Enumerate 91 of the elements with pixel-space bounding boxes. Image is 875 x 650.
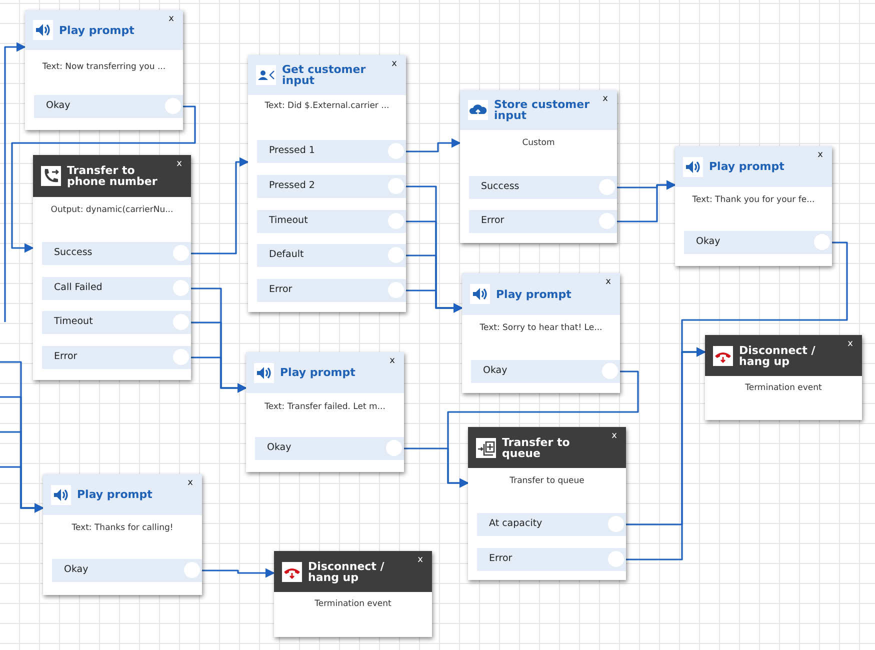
branch-row	[257, 279, 406, 302]
branch-label: Timeout	[54, 316, 93, 327]
block-description: Text: Thanks for calling!	[70, 523, 174, 533]
block-title: Disconnect / hang up	[308, 560, 386, 582]
block-description: Termination event	[314, 599, 392, 609]
branch-row	[257, 140, 406, 163]
block-title: Store customer input	[494, 99, 591, 121]
block-description: Text: Sorry to hear that! Le...	[478, 323, 604, 333]
branch-row	[42, 242, 191, 265]
branch-label: Error	[489, 553, 512, 564]
block-title: Play prompt	[59, 24, 136, 36]
block-title: Disconnect / hang up	[739, 344, 816, 366]
flow-block	[468, 427, 626, 580]
flow-block	[462, 273, 620, 393]
branch-row	[471, 360, 620, 383]
branch-label: Okay	[46, 100, 70, 111]
close-button: x	[188, 478, 193, 488]
close-button: x	[818, 150, 823, 160]
connector-arrow	[406, 290, 463, 313]
connector-arrow	[191, 157, 249, 254]
branch-label: Okay	[64, 564, 88, 575]
branch-row	[684, 231, 832, 254]
block-description: Text: Thank you for your fe...	[691, 195, 816, 205]
branch-label: Call Failed	[54, 282, 102, 293]
branch-row	[477, 548, 626, 571]
flow-block	[248, 55, 406, 312]
close-button: x	[392, 59, 397, 69]
flow-block	[246, 352, 404, 472]
branch-row	[469, 210, 617, 233]
block-description: Text: Did $.External.carrier ...	[264, 101, 390, 111]
branch-row	[477, 513, 626, 536]
flow-block	[460, 90, 617, 243]
branch-label: Success	[481, 181, 520, 192]
branch-label: Error	[54, 351, 78, 362]
block-description: Termination event	[744, 383, 823, 393]
block-description: Text: Transfer failed. Let m...	[264, 402, 386, 412]
branch-label: Okay	[696, 236, 720, 247]
block-title: Play prompt	[280, 367, 356, 378]
connector-arrow	[626, 347, 706, 560]
connector-arrow	[404, 448, 469, 488]
branch-label: Timeout	[269, 215, 308, 226]
flow-block	[675, 146, 832, 266]
block-title: Play prompt	[77, 489, 154, 500]
close-button: x	[176, 159, 182, 169]
block-title: Play prompt	[709, 161, 786, 172]
flow-block	[33, 155, 191, 380]
branch-row	[469, 176, 617, 199]
close-button: x	[848, 339, 853, 349]
branch-label: Okay	[483, 365, 508, 376]
branch-label: Pressed 2	[269, 180, 315, 191]
branch-label: At capacity	[489, 518, 542, 529]
flow-block	[25, 10, 183, 130]
branch-row	[255, 437, 404, 460]
connector-arrow	[0, 466, 44, 513]
flow-block	[43, 474, 202, 595]
flow-block	[705, 335, 862, 420]
close-button: x	[390, 356, 395, 366]
connector-arrow	[617, 180, 676, 222]
branch-row	[34, 95, 183, 118]
connector-arrow	[406, 138, 461, 152]
block-title: Play prompt	[496, 288, 572, 300]
branch-label: Success	[54, 247, 92, 258]
close-button: x	[168, 14, 174, 24]
block-description: Text: Now transferring you ...	[41, 62, 167, 72]
branch-label: Default	[269, 249, 304, 260]
block-title: Transfer to phone number	[67, 165, 158, 187]
branch-label: Error	[269, 284, 292, 295]
branch-label: Pressed 1	[269, 145, 315, 156]
flow-block	[274, 551, 432, 637]
close-button: x	[602, 94, 608, 104]
block-description: Custom	[521, 138, 556, 148]
connector-arrow	[191, 356, 247, 393]
branch-row	[257, 244, 406, 267]
connector-arrow	[202, 568, 275, 578]
close-button: x	[612, 431, 617, 441]
close-button: x	[606, 277, 611, 287]
branch-label: Okay	[267, 442, 292, 453]
branch-row	[42, 311, 191, 334]
block-description: Output: dynamic(carrierNu...	[50, 205, 174, 215]
block-title: Transfer to queue	[502, 436, 571, 458]
close-button: x	[418, 555, 423, 565]
branch-label: Error	[481, 215, 504, 226]
connector-arrow	[11, 106, 196, 253]
block-title: Get customer input	[282, 64, 367, 86]
connector-arrow	[4, 42, 26, 322]
branch-row	[52, 559, 202, 582]
block-description: Transfer to queue	[508, 476, 586, 486]
branch-row	[257, 210, 406, 233]
branch-row	[257, 175, 406, 198]
branch-row	[42, 346, 191, 369]
branch-row	[42, 277, 191, 300]
